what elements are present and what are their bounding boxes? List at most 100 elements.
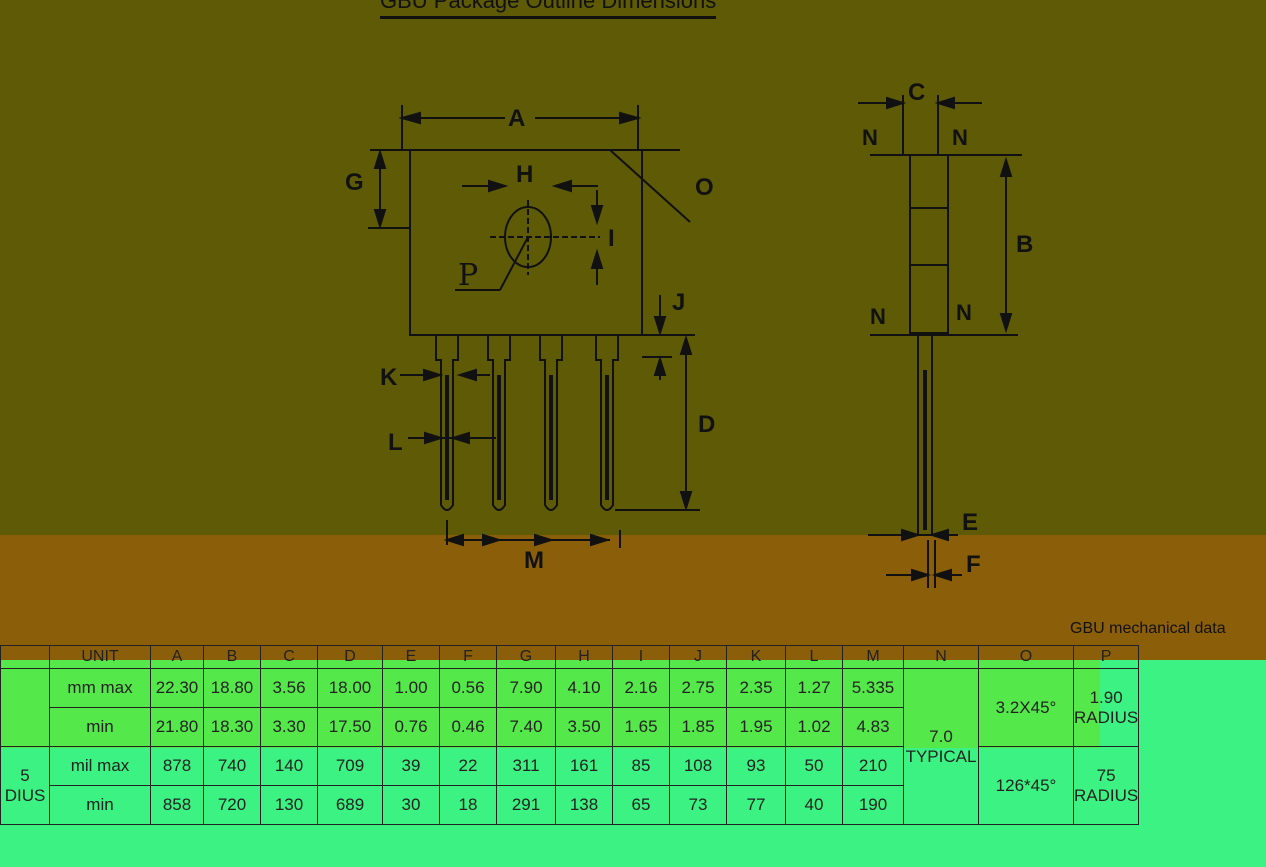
p-mil: 75	[1096, 765, 1116, 785]
p-note: RADIUS	[1074, 707, 1139, 727]
side-left-mm	[0, 668, 50, 747]
mil-min-m: 190	[842, 785, 904, 825]
label-c: C	[908, 79, 925, 106]
row-mil-min: min 858 720 130 689 30 18 291 138 65 73 …	[1, 785, 1139, 825]
header-o: O	[978, 645, 1074, 669]
mm-max-i: 2.16	[612, 668, 670, 708]
label-g: G	[345, 169, 364, 196]
mil-max-j: 108	[669, 746, 727, 786]
mil-max-a: 878	[150, 746, 204, 786]
mm-min-e: 0.76	[382, 707, 440, 747]
mm-max-m: 5.335	[842, 668, 904, 708]
header-p: P	[1072, 645, 1140, 669]
drawing-background	[0, 0, 1266, 535]
unit-mm: mm	[67, 678, 96, 697]
mm-min-d: 17.50	[317, 707, 383, 747]
o-mm: 3.2X45°	[978, 668, 1074, 747]
mechanical-data-table: UNIT A B C D E F G H I J K L M N O P mm …	[0, 645, 1140, 825]
mm-min-g: 7.40	[496, 707, 556, 747]
mm-max-k: 2.35	[726, 668, 786, 708]
label-n-top-right: N	[952, 125, 968, 150]
label-b: B	[1016, 231, 1033, 258]
lead-2	[487, 335, 511, 511]
mm-max-e: 1.00	[382, 668, 440, 708]
label-l: L	[388, 429, 403, 456]
mil-max-f: 22	[439, 746, 497, 786]
header-e: E	[382, 645, 440, 669]
n-value: 7.0	[929, 726, 953, 746]
arrow-a-left	[398, 111, 421, 125]
mm-min-j: 1.85	[669, 707, 727, 747]
label-min-mil: min	[49, 785, 151, 825]
mil-min-a: 858	[150, 785, 204, 825]
mil-max-l: 50	[785, 746, 843, 786]
label-o: O	[695, 174, 714, 201]
label-n-top-left: N	[862, 125, 878, 150]
mil-max-m: 210	[842, 746, 904, 786]
mm-max-h: 4.10	[555, 668, 613, 708]
mm-min-k: 1.95	[726, 707, 786, 747]
mm-min-l: 1.02	[785, 707, 843, 747]
p-mm: 1.90	[1089, 687, 1123, 707]
mil-min-l: 40	[785, 785, 843, 825]
table-caption: GBU mechanical data	[1070, 620, 1226, 637]
side-left-note: DIUS	[4, 785, 46, 805]
mm-min-c: 3.30	[260, 707, 318, 747]
label-k: K	[380, 364, 398, 391]
label-p: P	[458, 258, 478, 293]
mm-min-i: 1.65	[612, 707, 670, 747]
header-l: L	[785, 645, 843, 669]
mil-max-c: 140	[260, 746, 318, 786]
label-j: J	[672, 289, 685, 316]
label-m: M	[524, 547, 544, 574]
mil-min-i: 65	[612, 785, 670, 825]
mil-min-h: 138	[555, 785, 613, 825]
lead-1	[435, 335, 459, 511]
mil-min-f: 18	[439, 785, 497, 825]
table-header-row: UNIT A B C D E F G H I J K L M N O P	[0, 645, 1140, 669]
arrow-a-right	[619, 111, 642, 125]
label-f: F	[966, 551, 981, 578]
page-title: GBU Package Outline Dimensions	[380, 0, 717, 19]
label-n-bottom-right: N	[956, 300, 972, 325]
mil-min-k: 77	[726, 785, 786, 825]
header-b: B	[203, 645, 261, 669]
label-e: E	[962, 509, 978, 536]
mm-max-l: 1.27	[785, 668, 843, 708]
package-body-side	[909, 154, 949, 334]
header-j: J	[669, 645, 727, 669]
header-d: D	[317, 645, 383, 669]
header-m: M	[842, 645, 904, 669]
mil-min-g: 291	[496, 785, 556, 825]
mil-max-h: 161	[555, 746, 613, 786]
mm-max-g: 7.90	[496, 668, 556, 708]
label-a: A	[508, 105, 525, 132]
mm-max-f: 0.56	[439, 668, 497, 708]
mm-min-f: 0.46	[439, 707, 497, 747]
lead-3	[539, 335, 563, 511]
header-f: F	[439, 645, 497, 669]
label-max-mil: max	[97, 756, 130, 775]
mil-max-g: 311	[496, 746, 556, 786]
mil-max-d: 709	[317, 746, 383, 786]
mm-max-c: 3.56	[260, 668, 318, 708]
label-d: D	[698, 411, 715, 438]
mil-max-k: 93	[726, 746, 786, 786]
mm-max-a: 22.30	[150, 668, 204, 708]
mm-max-j: 2.75	[669, 668, 727, 708]
header-c: C	[260, 645, 318, 669]
mil-max-i: 85	[612, 746, 670, 786]
header-unit: UNIT	[49, 645, 151, 669]
header-k: K	[726, 645, 786, 669]
lead-4	[595, 335, 619, 511]
mil-max-b: 740	[203, 746, 261, 786]
header-a: A	[150, 645, 204, 669]
mm-min-m: 4.83	[842, 707, 904, 747]
label-min-mm: min	[49, 707, 151, 747]
mil-max-e: 39	[382, 746, 440, 786]
mm-min-h: 3.50	[555, 707, 613, 747]
table-corner	[0, 645, 50, 669]
label-i: I	[608, 225, 615, 252]
label-n-bottom-left: N	[870, 304, 886, 329]
